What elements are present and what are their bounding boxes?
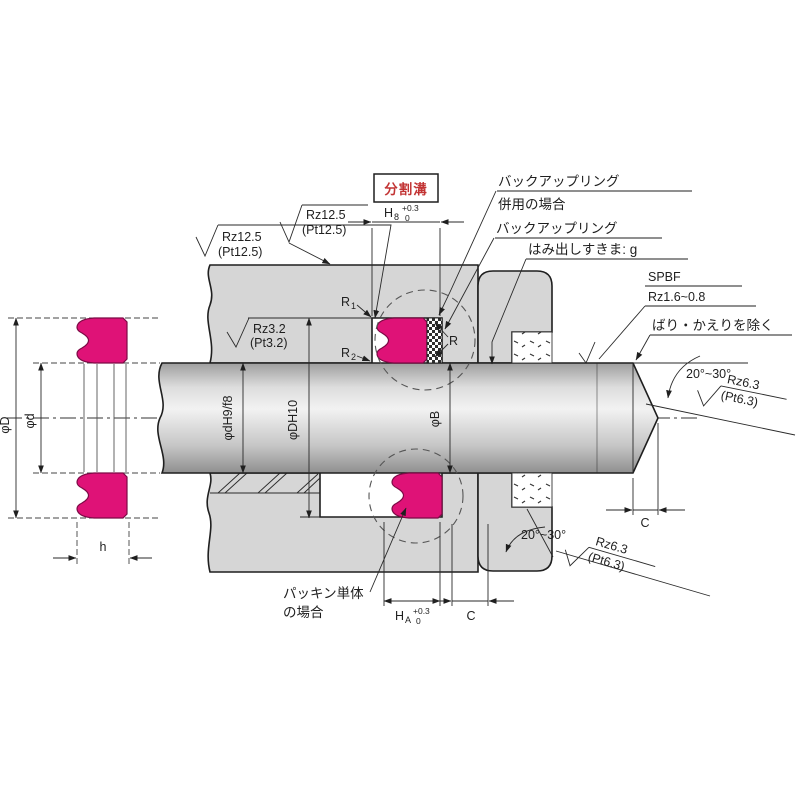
split-groove-label: 分割溝 <box>384 181 428 197</box>
backup-with-line2: 併用の場合 <box>498 197 566 212</box>
backup-with-callout: バックアップリング 併用の場合 <box>438 174 692 316</box>
hatch-strip <box>210 472 321 494</box>
gland-upper-block <box>477 270 553 364</box>
h-label: h <box>100 540 107 554</box>
extrusion-gap-label: はみ出しすきま: g <box>528 242 637 257</box>
radius-r-callout: R <box>434 322 458 358</box>
backup-with-line1: バックアップリング <box>498 174 620 189</box>
roughness-groove-bottom-l2: (Pt3.2) <box>250 336 288 350</box>
detail-circle-top <box>374 289 476 391</box>
chamfer-roughness-bottom: Rz6.3 (Pt6.3) <box>555 534 711 597</box>
ha-base: H <box>395 609 404 623</box>
chamfer-angle-top-label: 20°~30° <box>686 367 731 381</box>
dim-h: h <box>53 522 152 566</box>
groove-od-label: φDH10 <box>286 400 300 440</box>
r2-sub: 2 <box>351 352 356 362</box>
chamfer-length-gland-label: C <box>466 609 475 623</box>
seal-cross-section-assembly-top <box>376 317 428 364</box>
bushing-upper <box>511 331 553 364</box>
bore-label: φB <box>428 411 442 427</box>
h8-tol-up: +0.3 <box>402 203 419 213</box>
r2-base: R <box>341 346 350 360</box>
spbf-callout: SPBF Rz1.6~0.8 <box>578 270 756 364</box>
radius-r2-callout: R 2 <box>341 346 371 362</box>
roughness-groove-wall-l2: (Pt12.5) <box>302 223 346 237</box>
detail-circle-bottom <box>368 448 464 544</box>
packing-only-line2: の場合 <box>283 605 324 620</box>
roughness-housing-face-l2: (Pt12.5) <box>218 245 262 259</box>
bushing-lower <box>511 472 553 508</box>
ha-tol-up: +0.3 <box>413 606 430 616</box>
chamfer-roughness-top-l1: Rz6.3 <box>726 372 761 392</box>
backup-ring-callout: バックアップリング <box>444 221 662 330</box>
roughness-groove-bottom: Rz3.2 (Pt3.2) <box>226 317 288 350</box>
chamfer-angle-bottom-label: 20°~30° <box>521 528 566 542</box>
r1-sub: 1 <box>351 301 356 311</box>
entry-chamfer-line <box>526 508 554 558</box>
backup-ring-label: バックアップリング <box>496 221 618 236</box>
roughness-check-icon-bottom <box>564 546 590 567</box>
seal-silhouette-lines <box>83 364 127 472</box>
r-label: R <box>449 334 458 348</box>
dim-bore: φB <box>428 362 453 474</box>
dim-chamfer-length-rod: C <box>606 423 685 530</box>
phid-label: φd <box>23 413 37 428</box>
extrusion-gap-callout: はみ出しすきま: g <box>489 242 688 365</box>
spbf-line1: SPBF <box>648 270 681 284</box>
roughness-groove-wall: Rz12.5 (Pt12.5) <box>279 204 368 265</box>
h8-sub: 8 <box>394 212 399 222</box>
roughness-housing-face-l1: Rz12.5 <box>222 230 262 244</box>
packing-only-callout: パッキン単体 の場合 <box>283 507 407 620</box>
seal-cross-section-left-bottom <box>76 472 128 519</box>
rod-shaft <box>157 362 659 474</box>
seal-cross-section-assembly-bottom <box>391 472 443 519</box>
spbf-line2: Rz1.6~0.8 <box>648 290 705 304</box>
deburr-callout: ばり・かえりを除く <box>635 318 792 361</box>
rod-diameter-label: φdH9/f8 <box>221 395 235 440</box>
dim-chamfer-length-gland: C <box>426 524 514 623</box>
roughness-housing-face: Rz12.5 (Pt12.5) <box>195 224 392 319</box>
deburr-label: ばり・かえりを除く <box>652 318 774 333</box>
dim-phiD: φD <box>0 317 19 519</box>
r1-base: R <box>341 295 350 309</box>
ha-tol-dn: 0 <box>416 616 421 626</box>
phiD-label: φD <box>0 416 12 433</box>
roughness-check-icon-top <box>697 385 722 407</box>
roughness-groove-bottom-l1: Rz3.2 <box>253 322 286 336</box>
dim-groove-width-bottom: H A +0.3 0 <box>383 522 441 626</box>
split-groove-callout: 分割溝 <box>373 173 439 203</box>
h8-tol-dn: 0 <box>405 213 410 223</box>
packing-only-line1: パッキン単体 <box>283 586 364 601</box>
seal-cross-section-left-top <box>76 317 128 364</box>
chamfer-angle-bottom-callout: 20°~30° <box>505 526 566 553</box>
dim-rod-diameter: φdH9/f8 <box>221 362 246 474</box>
dim-groove-width-top: H 8 +0.3 0 <box>348 203 464 316</box>
chamfer-length-rod-label: C <box>640 516 649 530</box>
ha-sub: A <box>405 615 411 625</box>
chamfer-angle-top-callout: 20°~30° <box>666 355 731 399</box>
backup-ring <box>426 317 443 364</box>
spbf-check-icon <box>578 341 596 364</box>
h8-base: H <box>384 206 393 220</box>
roughness-groove-wall-l1: Rz12.5 <box>306 208 346 222</box>
dim-groove-od: φDH10 <box>286 317 312 519</box>
radius-r1-callout: R 1 <box>341 295 372 318</box>
dim-phid: φd <box>23 362 44 474</box>
